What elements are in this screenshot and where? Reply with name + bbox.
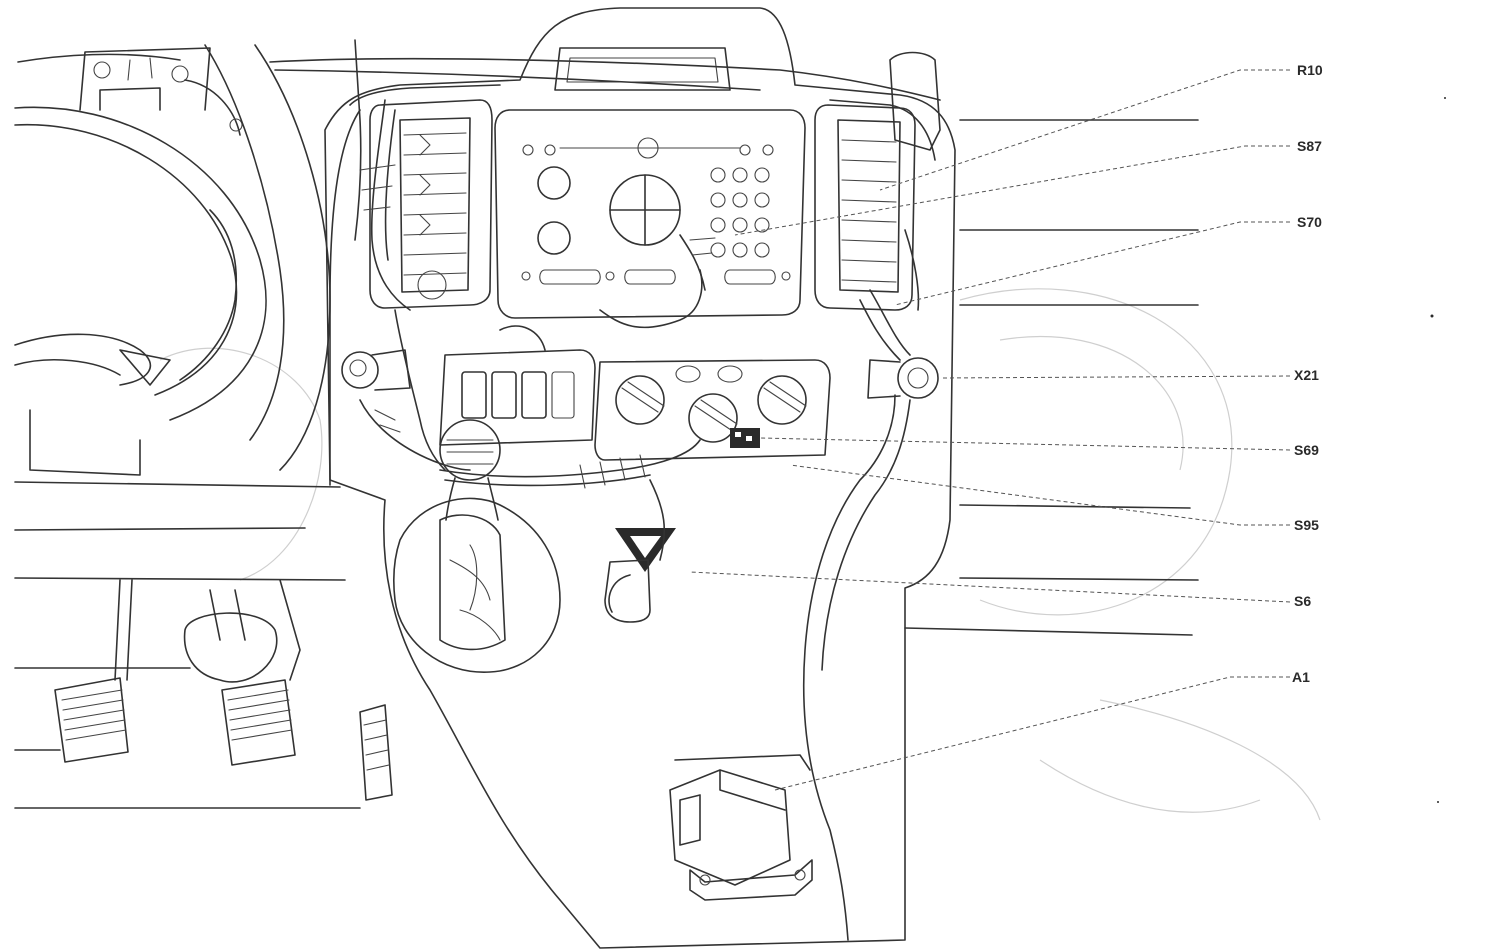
instrument-cluster xyxy=(17,47,243,136)
stray-marks xyxy=(1430,97,1446,803)
leader-a1 xyxy=(774,676,1290,791)
leader-x21 xyxy=(939,375,1291,379)
accelerator-pedal xyxy=(359,704,393,801)
leader-s6 xyxy=(689,571,1291,603)
heater-controls xyxy=(594,359,831,461)
leader-s70 xyxy=(894,221,1290,306)
brake-pedal xyxy=(221,679,296,766)
callout-x21: X21 xyxy=(1294,367,1319,383)
leader-s87 xyxy=(734,145,1290,236)
steering-wheel xyxy=(14,44,331,476)
callout-s69: S69 xyxy=(1294,442,1319,458)
clutch-pedal xyxy=(54,677,129,763)
gear-lever xyxy=(393,419,561,673)
right-air-vent xyxy=(814,51,941,311)
callout-a1: A1 xyxy=(1292,669,1310,685)
cigarette-lighter-socket xyxy=(867,357,939,399)
leader-s69 xyxy=(759,437,1291,451)
leader-r10 xyxy=(879,69,1290,191)
wiring-harness xyxy=(269,39,941,941)
left-socket xyxy=(341,349,411,391)
airbag-control-module xyxy=(669,754,813,901)
callout-r10: R10 xyxy=(1297,62,1323,78)
steering-column xyxy=(114,579,301,683)
callout-s95: S95 xyxy=(1294,517,1319,533)
callout-s6: S6 xyxy=(1294,593,1311,609)
callout-leaders xyxy=(689,69,1291,791)
center-console xyxy=(324,7,956,949)
callout-labels: R10 S87 S70 X21 S69 S95 S6 A1 xyxy=(1292,62,1323,685)
leader-s95 xyxy=(789,464,1290,526)
callout-s87: S87 xyxy=(1297,138,1322,154)
dash-panel-lines xyxy=(14,119,1199,809)
radio-unit xyxy=(494,109,806,319)
callout-s70: S70 xyxy=(1297,214,1322,230)
switch-panel xyxy=(439,349,596,446)
hazard-switch xyxy=(604,528,676,623)
background-ghost-lines xyxy=(159,288,1321,821)
left-air-vent xyxy=(369,99,493,309)
